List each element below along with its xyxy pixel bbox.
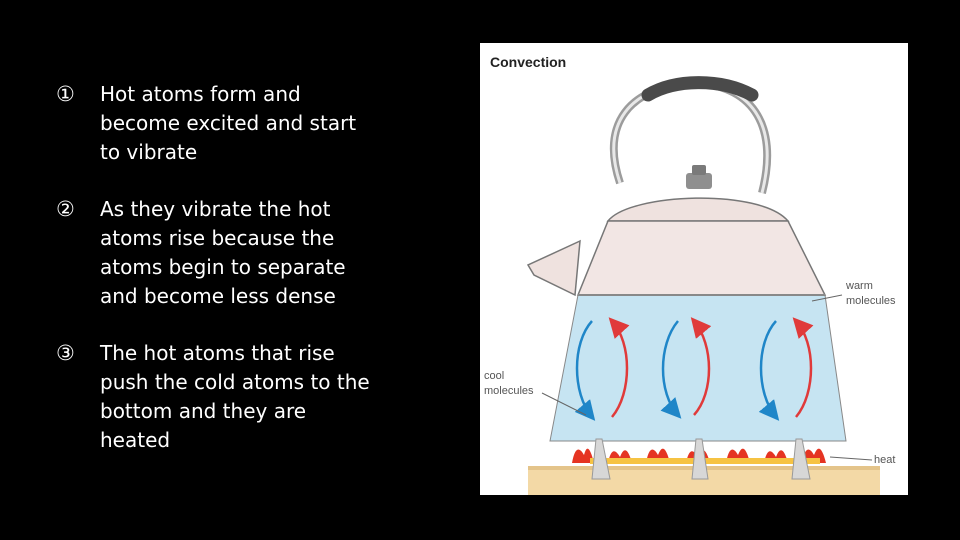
kettle-lid (608, 198, 788, 221)
step-number: ③ (56, 339, 100, 455)
heat-leader-line (830, 457, 872, 460)
heat-label: heat (874, 454, 895, 466)
water (550, 295, 846, 441)
step-text: The hot atoms that rise push the cold at… (100, 339, 370, 455)
figure-title: Convection (490, 54, 566, 70)
cool-label: cool (484, 370, 504, 382)
step-item: ③ The hot atoms that rise push the cold … (56, 339, 426, 455)
step-text: Hot atoms form and become excited and st… (100, 80, 356, 167)
warm-label: molecules (846, 295, 896, 307)
kettle-body (578, 221, 825, 295)
kettle-spout (528, 241, 580, 295)
step-item: ② As they vibrate the hot atoms rise bec… (56, 195, 426, 311)
handle-grip (648, 83, 752, 95)
step-number: ② (56, 195, 100, 311)
kettle-diagram: Convection (480, 43, 908, 495)
cool-label: molecules (484, 385, 534, 397)
step-item: ① Hot atoms form and become excited and … (56, 80, 426, 167)
step-text: As they vibrate the hot atoms rise becau… (100, 195, 346, 311)
convection-figure: Convection (480, 43, 908, 495)
warm-label: warm (845, 280, 873, 292)
steps-list: ① Hot atoms form and become excited and … (56, 80, 426, 483)
step-number: ① (56, 80, 100, 167)
lid-knob (686, 173, 712, 189)
